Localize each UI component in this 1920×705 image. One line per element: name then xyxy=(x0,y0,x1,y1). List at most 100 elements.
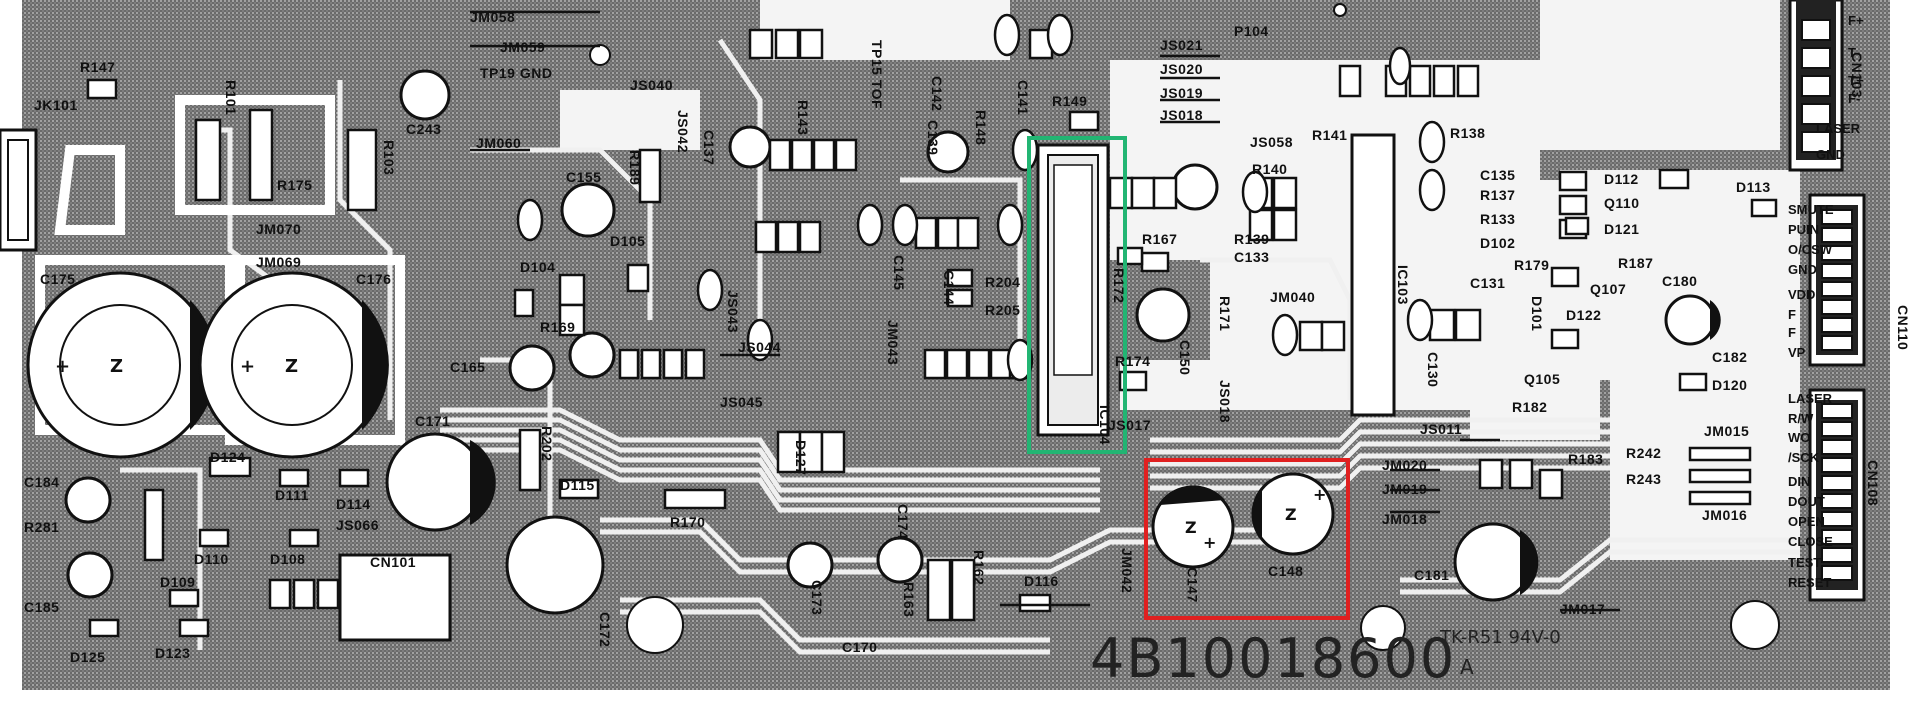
label-js011: JS011 xyxy=(1420,421,1463,437)
capacitor-c155 xyxy=(560,182,616,238)
label-js066: JS066 xyxy=(336,517,379,533)
label-d111: D111 xyxy=(275,487,309,503)
label-c173: C173 xyxy=(809,580,825,616)
highlight-box-red xyxy=(1144,458,1350,620)
label-r170: R170 xyxy=(670,514,706,530)
label-js042: JS042 xyxy=(675,110,691,153)
label-c182: C182 xyxy=(1712,349,1748,365)
label-js040: JS040 xyxy=(630,77,673,93)
label-r147: R147 xyxy=(80,59,116,75)
label-d125: D125 xyxy=(70,649,106,665)
connector-cn110-name: CN110 xyxy=(1895,305,1911,351)
label-js018: JS018 xyxy=(1217,380,1233,423)
svg-text:+: + xyxy=(1313,485,1326,504)
label-d120: D120 xyxy=(1712,377,1748,393)
cn108-pin-9: TEST xyxy=(1788,555,1822,570)
label-r162: R162 xyxy=(971,550,987,586)
label-c181: C181 xyxy=(1414,567,1450,583)
label-c145: C145 xyxy=(891,255,907,291)
cn108-pin-1: LASER xyxy=(1788,391,1833,406)
label-c180: C180 xyxy=(1662,273,1698,289)
label-r182: R182 xyxy=(1512,399,1548,415)
label-js020: JS020 xyxy=(1160,61,1203,77)
cn108-pin-2: R/W xyxy=(1788,411,1814,426)
label-c165: C165 xyxy=(450,359,486,375)
label-r172: R172 xyxy=(1111,268,1127,304)
label-js058: JS058 xyxy=(1250,134,1293,150)
label-d101: D101 xyxy=(1529,296,1545,332)
capacitor-c176 xyxy=(198,271,389,459)
label-js045: JS045 xyxy=(720,394,763,410)
label-c155: C155 xyxy=(566,169,602,185)
label-r202: R202 xyxy=(539,426,555,462)
board-part-suffix: A xyxy=(1460,655,1474,679)
label-jm018: JM018 xyxy=(1382,511,1428,527)
label-r141: R141 xyxy=(1312,127,1348,143)
svg-text:Z: Z xyxy=(285,356,298,377)
label-jm019: JM019 xyxy=(1382,481,1428,497)
label-c141: C141 xyxy=(1015,80,1031,116)
label-jm040: JM040 xyxy=(1270,289,1316,305)
label-c150: C150 xyxy=(1177,340,1193,376)
label-jm015: JM015 xyxy=(1704,423,1750,439)
label-tp19: TP19 GND xyxy=(480,65,553,81)
cn108-pin-7: OPEN xyxy=(1788,514,1825,529)
label-c139: C139 xyxy=(925,120,941,156)
label-r167: R167 xyxy=(1142,231,1178,247)
label-jm070: JM070 xyxy=(256,221,302,237)
label-ic104: IC104 xyxy=(1097,405,1113,445)
label-r133: R133 xyxy=(1480,211,1516,227)
label-r163: R163 xyxy=(901,582,917,618)
cn110-pin-5: VDD xyxy=(1788,287,1816,302)
label-js021: JS021 xyxy=(1160,37,1203,53)
cn103-pin-1: F+ xyxy=(1848,13,1864,28)
label-c243: C243 xyxy=(406,121,442,137)
label-jm059: JM059 xyxy=(500,39,546,55)
label-c171: C171 xyxy=(415,413,451,429)
label-r149: R149 xyxy=(1052,93,1088,109)
label-c184: C184 xyxy=(24,474,60,490)
svg-text:+: + xyxy=(1203,533,1216,552)
cn108-pin-6: DOUT xyxy=(1788,494,1825,509)
label-d121: D121 xyxy=(1604,221,1640,237)
label-jm060: JM060 xyxy=(476,135,522,151)
label-r101: R101 xyxy=(223,80,239,116)
cn110-pin-2: PUIN xyxy=(1788,222,1820,237)
highlight-box-green xyxy=(1027,136,1127,454)
cn110-pin-3: O/CSW xyxy=(1788,242,1833,257)
cn103-pin-4: F- xyxy=(1848,91,1861,106)
cn110-pin-4: GND xyxy=(1788,262,1817,277)
cn108-pin-4: /SCK xyxy=(1788,450,1820,465)
label-d114: D114 xyxy=(336,496,371,512)
label-c148: C148 xyxy=(1268,563,1304,579)
label-jm043: JM043 xyxy=(885,320,901,366)
svg-text:Z: Z xyxy=(110,356,123,377)
ic103-package xyxy=(1350,133,1396,417)
capacitor-c171 xyxy=(385,432,485,532)
label-r103: R103 xyxy=(381,140,397,176)
label-jm020: JM020 xyxy=(1382,457,1428,473)
label-r138: R138 xyxy=(1450,125,1486,141)
label-q112: D112 xyxy=(1604,171,1639,187)
cn103-pin-3: T+ xyxy=(1848,73,1864,88)
label-d123: D123 xyxy=(155,645,191,661)
label-js018b: JS018 xyxy=(1160,107,1203,123)
label-r148: R148 xyxy=(973,110,989,146)
label-jm058: JM058 xyxy=(470,9,516,25)
label-c175: C175 xyxy=(40,271,76,287)
ic104-package xyxy=(1036,143,1110,437)
label-r205: R205 xyxy=(985,302,1021,318)
label-r281: R281 xyxy=(24,519,60,535)
cn110-pin-1: SMUTE xyxy=(1788,202,1834,217)
cn108-pin-5: DIN xyxy=(1788,474,1811,489)
capacitor-c181 xyxy=(1453,522,1533,602)
capacitor-c148 xyxy=(1251,472,1335,556)
label-d108: D108 xyxy=(270,551,306,567)
label-d104: D104 xyxy=(520,259,556,275)
svg-text:+: + xyxy=(55,356,70,377)
svg-text:Z: Z xyxy=(1185,518,1197,537)
label-tp15: TP15 TOF xyxy=(869,40,885,110)
svg-text:Z: Z xyxy=(1285,505,1297,524)
label-r174: R174 xyxy=(1115,353,1151,369)
label-js017: JS017 xyxy=(1108,417,1151,433)
